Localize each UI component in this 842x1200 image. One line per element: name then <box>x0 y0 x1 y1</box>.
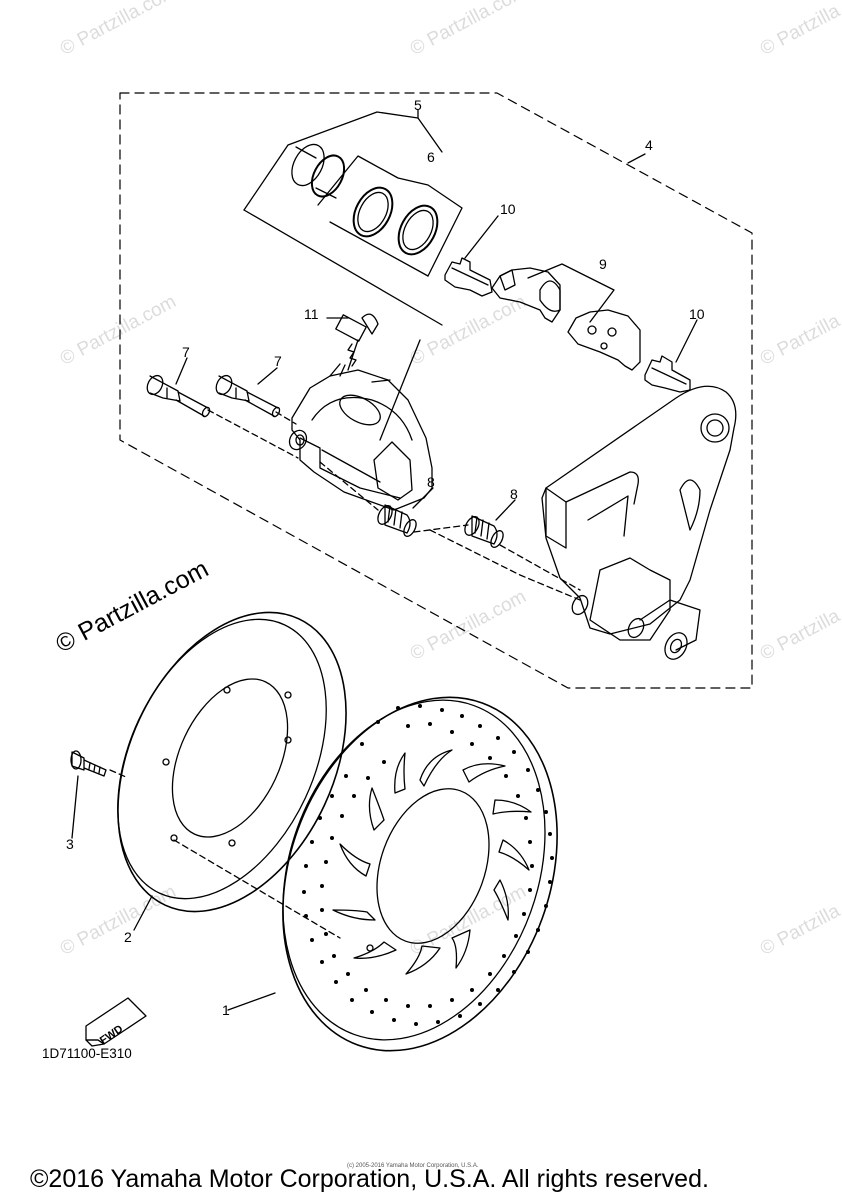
caliper-bracket-part <box>541 385 737 660</box>
callout-clip-right: 10 <box>689 306 705 322</box>
brake-disc-part <box>282 696 558 1052</box>
leader-7-right <box>257 367 278 385</box>
leader-1 <box>227 992 276 1011</box>
callout-boot-right: 8 <box>510 486 518 502</box>
diagram-code: 1D71100-E310 <box>42 1046 132 1061</box>
fwd-arrow-icon <box>85 997 147 1047</box>
caliper-assembly-outline <box>119 92 753 689</box>
bleed-screw-part <box>335 313 379 377</box>
slide-pin-left-part <box>146 374 211 418</box>
callout-piston: 5 <box>414 97 422 113</box>
callout-boot-left: 8 <box>427 474 435 490</box>
pad-clip-left-part <box>444 257 493 297</box>
brake-pad-right-part <box>567 309 641 371</box>
callout-bolt: 3 <box>66 836 74 852</box>
fine-print: (c) 2005-2016 Yamaha Motor Corporation, … <box>347 1163 479 1169</box>
callout-bleed-screw: 11 <box>304 306 319 322</box>
pad-clip-right-part <box>644 355 691 393</box>
leader-8-left <box>412 487 434 509</box>
callout-disc-plate: 2 <box>124 929 132 945</box>
piston-part <box>291 143 346 199</box>
boot-right-part <box>464 515 504 548</box>
disc-plate-part <box>117 611 347 913</box>
leader-8-right <box>495 499 516 521</box>
leader-4 <box>627 153 646 164</box>
copyright-notice: ©2016 Yamaha Motor Corporation, U.S.A. A… <box>30 1165 709 1193</box>
callout-pad-kit: 9 <box>599 256 607 272</box>
callout-caliper-assembly: 4 <box>645 137 653 153</box>
bolt-part <box>70 750 107 777</box>
callout-pin-left: 7 <box>182 344 190 360</box>
callout-pin-right: 7 <box>274 353 282 369</box>
leader-10-left <box>464 215 499 259</box>
slide-pin-right-part <box>215 374 281 418</box>
callout-seal-kit: 6 <box>427 149 435 165</box>
caliper-body-part <box>288 363 433 511</box>
brake-pad-left-part <box>491 267 561 323</box>
bracket-seals <box>317 155 463 277</box>
leader-10-right <box>675 319 698 363</box>
leader-3 <box>71 775 79 839</box>
leader-7-left <box>175 357 188 385</box>
callout-disc: 1 <box>222 1002 230 1018</box>
bracket-pads <box>527 263 615 323</box>
leader-2 <box>133 895 153 931</box>
seal-kit-part <box>352 186 439 256</box>
boot-left-part <box>377 504 417 537</box>
bracket-piston <box>243 111 443 211</box>
callout-clip-left: 10 <box>500 201 516 217</box>
